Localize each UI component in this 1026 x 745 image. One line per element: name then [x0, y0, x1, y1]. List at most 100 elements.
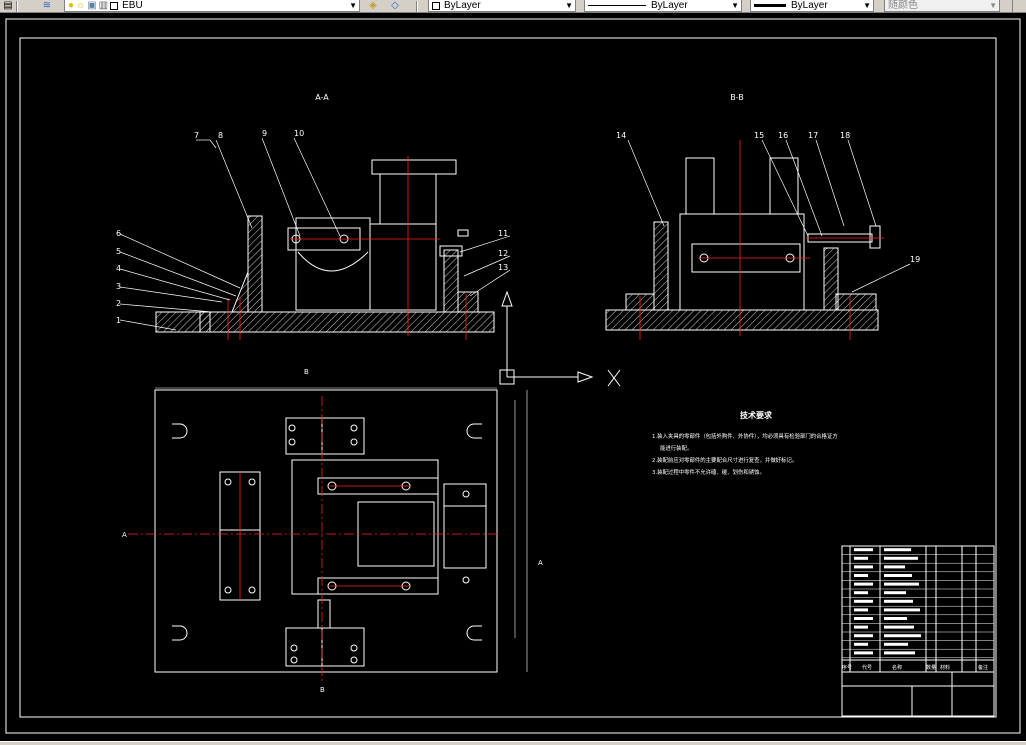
holes	[224, 424, 470, 664]
slot	[466, 423, 482, 439]
linetype-combo-value: ByLayer	[651, 0, 688, 11]
slot	[172, 625, 188, 641]
tech-note-3: 3.装配过程中零件不允许磕、碰、划伤和锈蚀。	[652, 468, 765, 476]
left-upright	[247, 215, 263, 313]
layer-color-swatch	[110, 1, 119, 10]
balloon-number: 14	[616, 131, 626, 140]
color-combo-value: ByLayer	[444, 0, 481, 11]
balloon-number: 12	[498, 249, 508, 258]
base-plate	[199, 311, 495, 333]
layer-manager-icon[interactable]: ▤	[3, 0, 13, 11]
balloon-number: 7	[194, 131, 199, 140]
printer-icon: ▥	[98, 0, 109, 11]
drawing-canvas[interactable]: A-A	[0, 13, 1026, 741]
side-knob	[869, 225, 881, 249]
balloon-number: 3	[116, 282, 121, 291]
bottom-block	[285, 627, 365, 667]
side-base	[605, 309, 879, 331]
side-body	[679, 213, 805, 311]
side-upright-left	[653, 221, 669, 311]
make-current-layer-icon[interactable]: ◈	[369, 0, 377, 11]
layer-combo[interactable]: ● ☼ ▣ ▥ EBU ▼	[64, 0, 360, 12]
title-block-header: 材料	[940, 664, 950, 671]
balloon-number: 6	[116, 229, 121, 238]
section-b-title: B-B	[730, 93, 744, 102]
lineweight-combo[interactable]: ByLayer ▼	[750, 0, 874, 12]
tech-requirements-title: 技术要求	[740, 410, 773, 420]
balloon-number: 18	[840, 131, 850, 140]
side-column-left	[685, 157, 715, 215]
balloon-number: 8	[218, 131, 223, 140]
chevron-down-icon[interactable]: ▼	[565, 1, 573, 10]
side-column-right	[769, 157, 799, 215]
balloon-numbers-b: 14 15 16 17 18 19	[616, 131, 920, 264]
column-lower	[369, 223, 437, 311]
balloon-number: 11	[498, 229, 508, 238]
section-a-title: A-A	[315, 93, 329, 102]
left-clamp-block	[155, 311, 211, 333]
color-swatch	[432, 1, 440, 10]
title-block-header: 代号	[862, 664, 872, 671]
plan-view: A A B B	[122, 368, 543, 694]
linetype-swatch	[588, 5, 646, 6]
balloon-number: 4	[116, 264, 121, 273]
tech-note-1: 1.装入夹具的零部件（包括外购件、外协件），均必须具有检验部门的合格证方	[652, 432, 838, 440]
lineweight-swatch	[754, 4, 786, 7]
balloon-number: 1	[116, 316, 121, 325]
balloon-number: 10	[294, 129, 304, 138]
ucs-icon	[499, 290, 621, 387]
side-block-right	[835, 293, 877, 311]
lineweight-combo-value: ByLayer	[791, 0, 828, 11]
balloon-number: 15	[754, 131, 764, 140]
balloon-number: 16	[778, 131, 788, 140]
balloon-number: 13	[498, 263, 508, 272]
lock-icon: ▣	[87, 0, 97, 11]
plotstyle-combo[interactable]: 随颜色 ▼	[884, 0, 1000, 12]
central-body	[291, 459, 439, 595]
layer-previous-icon[interactable]: ◇	[391, 0, 399, 11]
properties-toolbar: ▤ ≋ ● ☼ ▣ ▥ EBU ▼ ◈ ◇ ByLayer ▼ ByLayer …	[0, 0, 1026, 13]
balloon-number: 2	[116, 299, 121, 308]
plan-base-plate	[154, 389, 498, 673]
tech-note-1b: 能进行装配。	[660, 444, 692, 452]
section-mark-b-top: B	[304, 368, 309, 376]
side-upright-right	[823, 247, 839, 311]
top-block	[285, 417, 365, 455]
tech-note-2: 2.装配前应对零部件的主要配合尺寸进行复查，并做好标记。	[652, 456, 797, 464]
right-knob	[457, 229, 469, 237]
cad-drawing: A-A	[5, 18, 1021, 734]
balloon-number: 19	[910, 255, 920, 264]
right-block	[457, 291, 479, 313]
chevron-down-icon[interactable]: ▼	[731, 1, 739, 10]
chevron-down-icon[interactable]: ▼	[349, 1, 357, 10]
section-a-view: A-A	[119, 93, 511, 340]
title-block-header: 数量	[926, 664, 936, 671]
linetype-combo[interactable]: ByLayer ▼	[584, 0, 742, 12]
layer-name: EBU	[122, 0, 143, 11]
slot	[466, 625, 482, 641]
color-combo[interactable]: ByLayer ▼	[428, 0, 576, 12]
chevron-down-icon[interactable]: ▼	[863, 1, 871, 10]
top-cap	[371, 159, 457, 175]
toolbar-scroll-button[interactable]	[1012, 0, 1026, 12]
section-mark-b-bottom: B	[320, 686, 325, 694]
v-block	[295, 217, 371, 311]
plotstyle-combo-value: 随颜色	[888, 0, 918, 11]
balloon-number: 5	[116, 247, 121, 256]
balloon-number: 17	[808, 131, 818, 140]
right-upright	[443, 249, 459, 313]
chevron-down-icon[interactable]: ▼	[989, 1, 997, 10]
sheet-outer-border	[5, 18, 1021, 734]
slot	[172, 423, 188, 439]
technical-requirements: 技术要求 1.装入夹具的零部件（包括外购件、外协件），均必须具有检验部门的合格证…	[652, 410, 838, 476]
status-strip	[0, 741, 1026, 745]
balloon-number: 9	[262, 129, 267, 138]
title-block-header: 序号	[842, 664, 852, 671]
section-mark-a-left: A	[122, 531, 127, 539]
layers-stack-icon[interactable]: ≋	[42, 0, 52, 11]
sheet-inner-border	[19, 37, 997, 718]
lightbulb-icon: ●	[68, 0, 75, 11]
right-side-block	[443, 483, 487, 569]
sun-icon: ☼	[76, 0, 86, 11]
